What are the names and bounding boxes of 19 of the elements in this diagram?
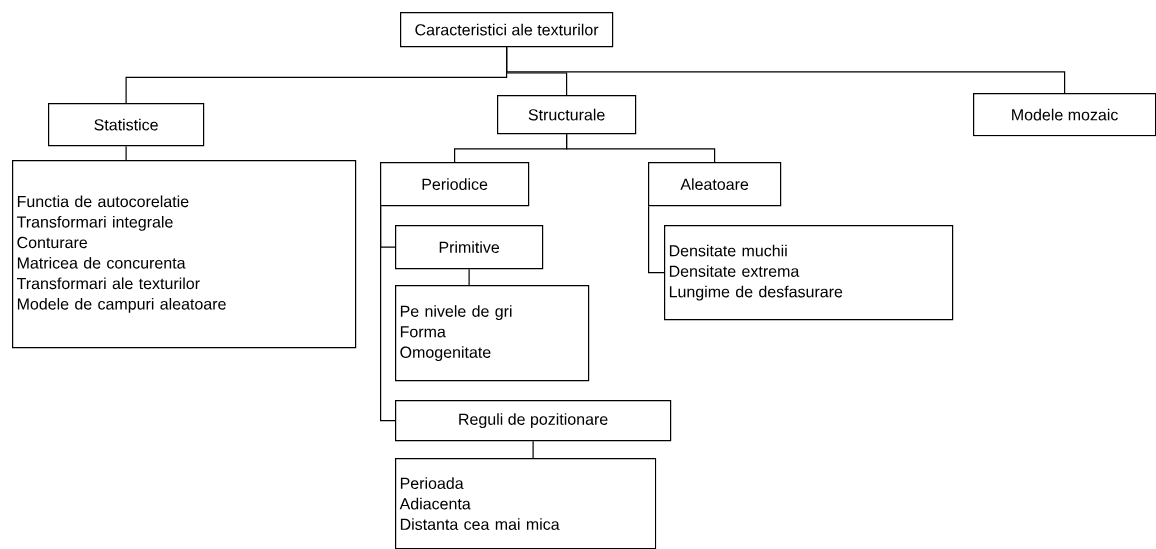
category-box: Periodice [380,162,530,207]
connector-line [506,46,1066,94]
category-box: Structurale [497,95,637,135]
connector-line [468,268,470,286]
category-box: Primitive [395,225,544,270]
list-box: Perioada Adiacenta Distanta cea mai mica [395,458,657,549]
category-box: Aleatoare [648,162,782,207]
connector-line [566,133,716,163]
connector-line [125,145,127,161]
connector-line [648,205,665,274]
connector-line [380,205,396,422]
category-box: Modele mozaic [973,93,1156,137]
category-box: Caracteristici ale texturilor [400,12,614,48]
category-box: Reguli de pozitionare [395,400,672,442]
list-box: Functia de autocorelatie Transformari integrale Conturare Matricea de concurenta Transformari ale texturilor Modele de campuri aleatoare [12,160,357,349]
category-box: Statistice [48,103,205,147]
list-box: Densitate muchii Densitate extrema Lungime de desfasurare [664,225,954,321]
connector-line [532,440,534,459]
list-box: Pe nivele de gri Forma Omogenitate [395,285,590,382]
